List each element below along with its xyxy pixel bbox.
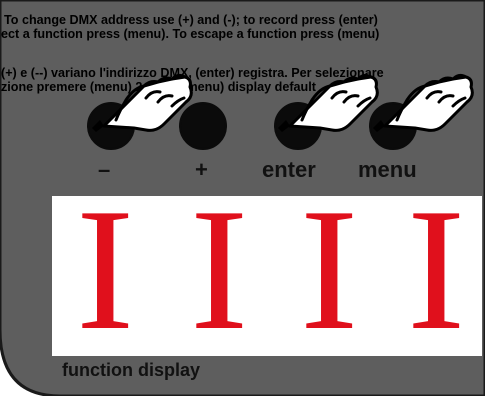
english-line-1: To change DMX address use (+) and (-); t…	[4, 13, 378, 27]
pointing-hand-icon	[92, 73, 193, 132]
function-display: I I I I	[52, 196, 482, 356]
pointing-hand-icon	[373, 73, 474, 132]
display-digit-3: I	[300, 196, 359, 356]
english-line-2: ect a function press (menu). To escape a…	[1, 27, 380, 41]
english-instructions: To change DMX address use (+) and (-); t…	[0, 13, 485, 41]
pointing-hand-icon	[278, 73, 379, 132]
display-digit-4: I	[407, 196, 466, 356]
function-display-label: function display	[62, 360, 201, 380]
enter-label: enter	[262, 157, 316, 182]
plus-button[interactable]	[179, 102, 227, 150]
display-digit-1: I	[76, 196, 135, 356]
italian-line-1: (+) e (--) variano l'indirizzo DMX, (ent…	[1, 66, 384, 80]
minus-label: –	[98, 157, 111, 182]
display-digit-2: I	[190, 196, 249, 356]
plus-label: +	[195, 157, 208, 182]
menu-label: menu	[358, 157, 417, 182]
